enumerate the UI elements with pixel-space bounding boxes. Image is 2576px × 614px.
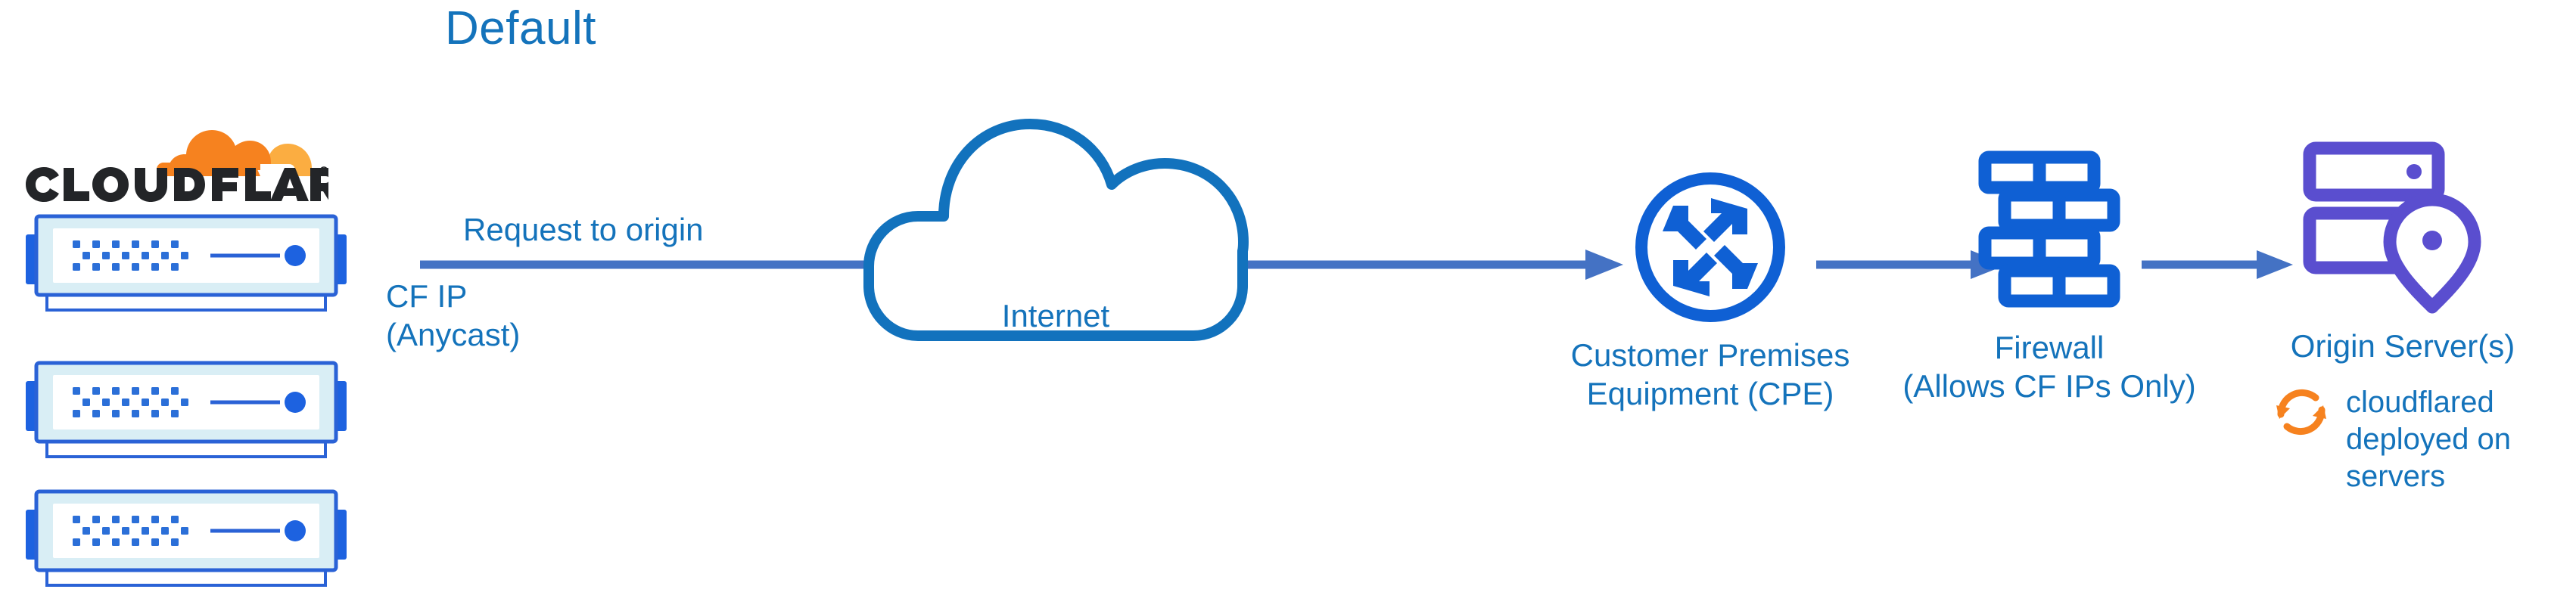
firewall-label-line-2: (Allows CF IPs Only): [1902, 368, 2196, 405]
sync-arrows-icon: [2270, 381, 2332, 443]
network-switch-icon-3: [20, 484, 353, 597]
cloudflare-logo: R: [21, 106, 328, 204]
svg-text:R: R: [322, 170, 325, 175]
internet-label: Internet: [1001, 298, 1110, 333]
firewall-label: Firewall (Allows CF IPs Only): [1890, 328, 2208, 405]
cloud-icon: [829, 106, 1283, 355]
arrow-firewall-to-origin: [2142, 242, 2293, 287]
cloudflared-line-1: cloudflared: [2346, 386, 2494, 419]
cpe-label-line-1: Customer Premises: [1570, 337, 1850, 373]
cf-ip-line-1: CF IP: [386, 278, 468, 314]
cf-ip-anycast-label: CF IP (Anycast): [386, 277, 520, 354]
cloudflared-text: cloudflared deployed on servers: [2346, 381, 2511, 495]
request-to-origin-label: Request to origin: [463, 212, 704, 247]
cpe-label: Customer Premises Equipment (CPE): [1521, 336, 1899, 413]
server-location-pin-icon: [2299, 141, 2490, 315]
brick-wall-icon: [1971, 148, 2127, 315]
cloudflared-annotation: cloudflared deployed on servers: [2270, 381, 2573, 495]
origin-server-label: Origin Server(s): [2290, 328, 2515, 364]
registered-mark-icon: R: [319, 166, 328, 175]
cloudflared-line-2: deployed on: [2346, 422, 2511, 456]
network-switch-icon-2: [20, 355, 353, 469]
router-icon: [1631, 168, 1790, 327]
page-title: Default: [445, 2, 596, 54]
cf-ip-line-2: (Anycast): [386, 317, 521, 353]
cpe-label-line-2: Equipment (CPE): [1586, 376, 1834, 412]
cloudflared-line-3: servers: [2346, 459, 2446, 493]
firewall-label-line-1: Firewall: [1994, 330, 2105, 365]
network-switch-icon-1: [20, 209, 353, 322]
